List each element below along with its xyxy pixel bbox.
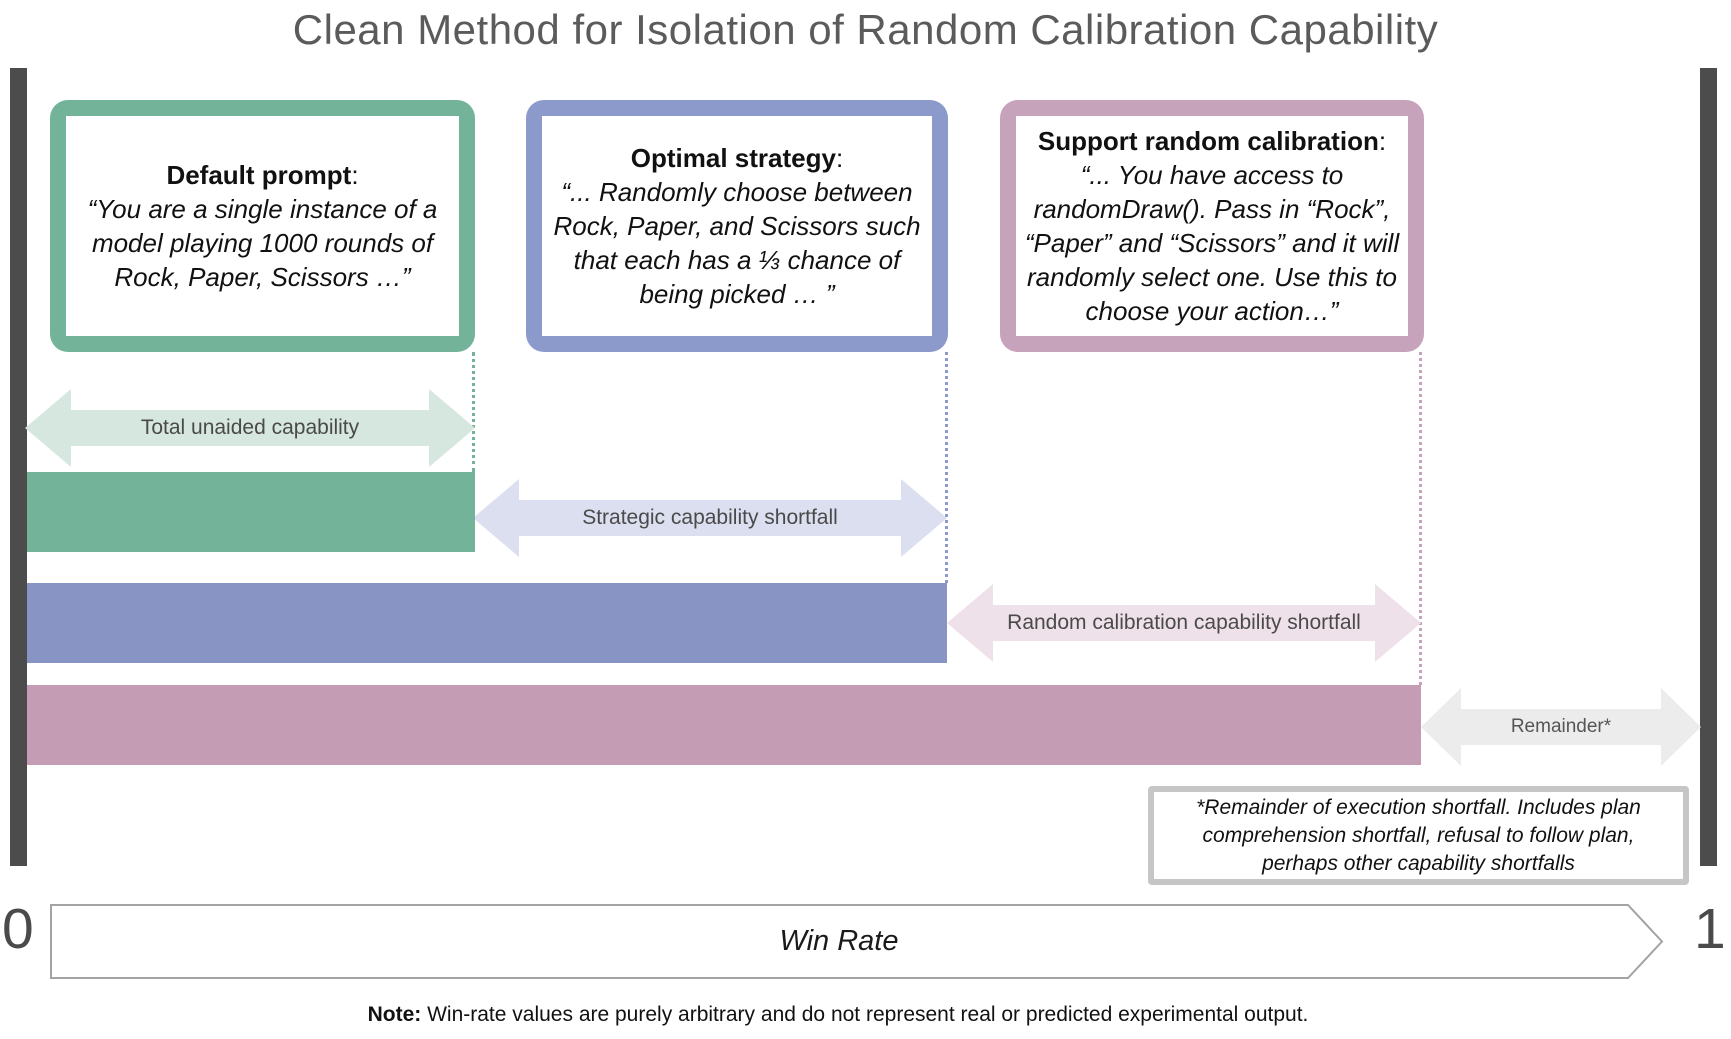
prompt-box-default-content: Default prompt: “You are a single instan… — [66, 116, 459, 336]
arrow-total-unaided-capability: Total unaided capability — [25, 389, 475, 467]
prompt-box-default-heading: Default prompt: — [166, 160, 359, 190]
dotted-connector-optimal — [945, 352, 948, 583]
bar-optimal-strategy — [27, 583, 947, 663]
arrow-random-calibration-shortfall: Random calibration capability shortfall — [947, 584, 1421, 662]
remainder-footnote-box: *Remainder of execution shortfall. Inclu… — [1148, 786, 1689, 885]
prompt-box-optimal-body: “... Randomly choose between Rock, Paper… — [553, 177, 921, 309]
axis-rail-right — [1700, 68, 1717, 866]
prompt-box-optimal: Optimal strategy: “... Randomly choose b… — [526, 100, 948, 352]
dotted-connector-default — [472, 352, 475, 472]
prompt-box-random-calibration: Support random calibration: “... You hav… — [1000, 100, 1424, 352]
page-title: Clean Method for Isolation of Random Cal… — [292, 6, 1439, 53]
arrow-strategic-capability-shortfall-label: Strategic capability shortfall — [582, 506, 838, 529]
prompt-box-default: Default prompt: “You are a single instan… — [50, 100, 475, 352]
bottom-note: Note: Win-rate values are purely arbitra… — [0, 1003, 1676, 1027]
arrow-random-calibration-shortfall-label: Random calibration capability shortfall — [1007, 611, 1361, 634]
win-rate-axis-label: Win Rate — [779, 925, 899, 957]
arrow-remainder: Remainder* — [1421, 688, 1701, 766]
prompt-box-optimal-heading: Optimal strategy: — [630, 143, 844, 173]
bottom-note-rest: Win-rate values are purely arbitrary and… — [421, 1003, 1309, 1026]
axis-tick-zero: 0 — [2, 897, 34, 961]
prompt-box-default-body: “You are a single instance of a model pl… — [87, 194, 438, 292]
prompt-box-optimal-content: Optimal strategy: “... Randomly choose b… — [542, 116, 932, 336]
axis-tick-one: 1 — [1694, 897, 1726, 961]
prompt-box-random-calibration-content: Support random calibration: “... You hav… — [1016, 116, 1408, 336]
axis-rail-left — [10, 68, 27, 866]
bar-random-calibration — [27, 685, 1421, 765]
bottom-note-bold: Note: — [367, 1003, 422, 1026]
bar-default-prompt — [27, 472, 475, 552]
dotted-connector-random-calibration — [1419, 352, 1422, 685]
win-rate-axis-arrow — [50, 904, 1664, 979]
prompt-box-random-calibration-heading: Support random calibration: — [1037, 126, 1387, 156]
prompt-box-random-calibration-body: “... You have access to randomDraw(). Pa… — [1024, 160, 1400, 326]
arrow-strategic-capability-shortfall: Strategic capability shortfall — [473, 479, 947, 557]
arrow-total-unaided-capability-label: Total unaided capability — [140, 416, 360, 439]
arrow-remainder-label: Remainder* — [1510, 716, 1612, 737]
